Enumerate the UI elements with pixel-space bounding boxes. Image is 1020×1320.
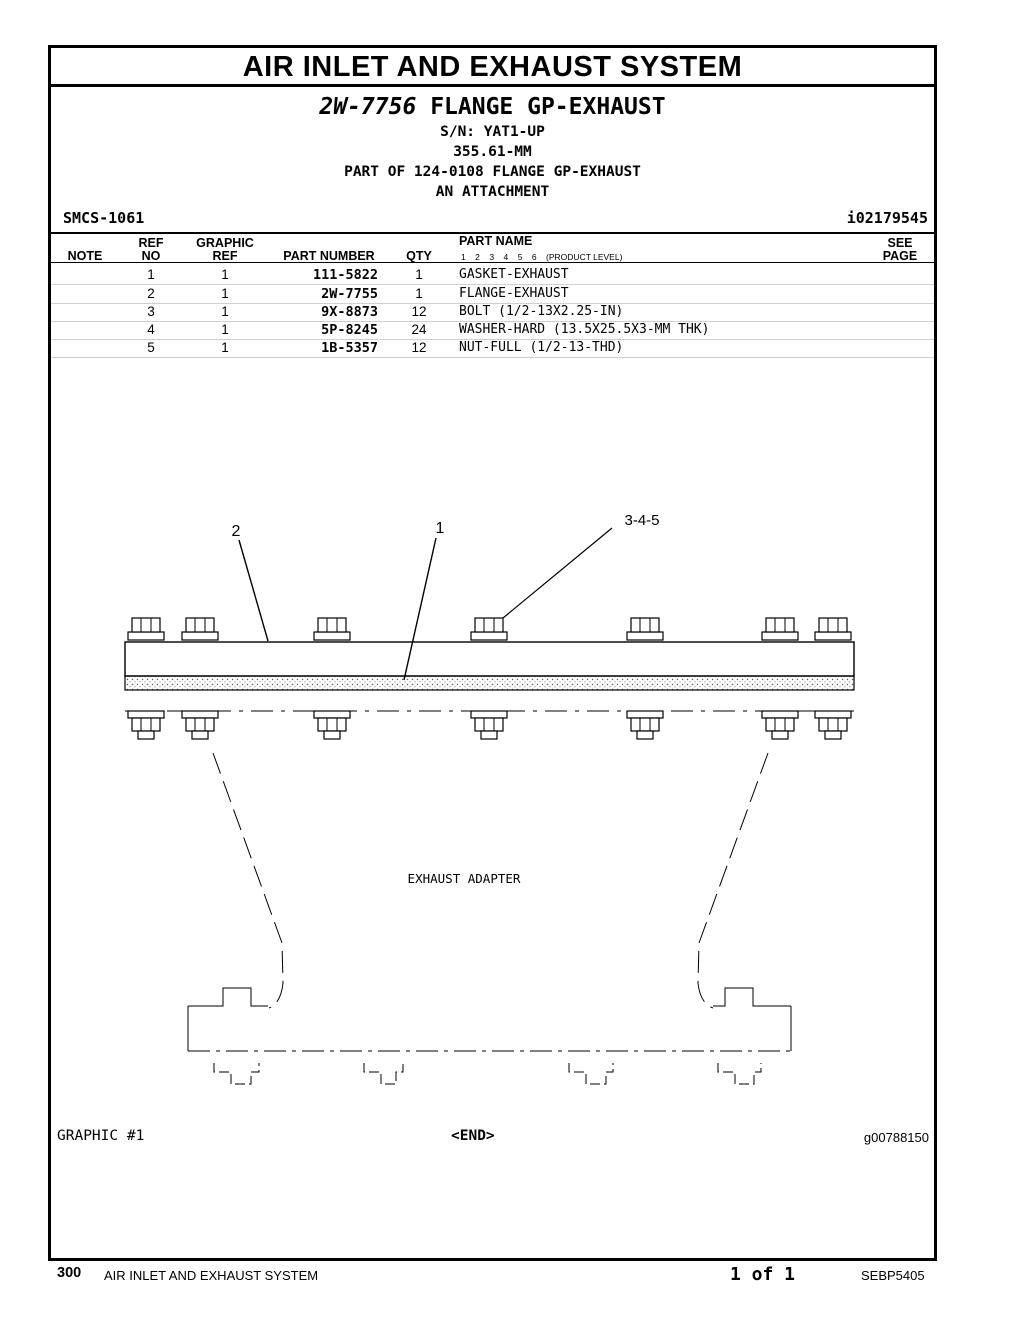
graphic-ref: 1 — [221, 304, 229, 319]
part-title: 2W-7756 FLANGE GP-EXHAUST — [51, 92, 934, 122]
part-number-link[interactable]: 1B-5357 — [321, 340, 378, 356]
col-see-header-top: SEE — [887, 236, 913, 250]
group-description: FLANGE GP-EXHAUST — [430, 94, 666, 120]
group-part-number: 2W-7756 — [319, 94, 417, 120]
table-top-rule — [51, 232, 934, 234]
table-row: 5 1 1B-5357 12 NUT-FULL (1/2-13-THD) — [51, 339, 934, 358]
exhaust-adapter-label: EXHAUST ADAPTER — [408, 871, 521, 886]
table-row: 2 1 2W-7755 1 FLANGE-EXHAUST — [51, 285, 934, 304]
qty: 24 — [411, 322, 427, 337]
ref-no: 3 — [147, 304, 155, 319]
end-marker: <END> — [451, 1128, 495, 1144]
flange-drawing: 2 1 3-4-5 EXHAUST ADAPTER — [124, 512, 855, 1085]
part-name: WASHER-HARD (13.5X25.5X3-MM THK) — [459, 322, 710, 337]
ref-no: 4 — [147, 322, 155, 337]
part-name: GASKET-EXHAUST — [459, 267, 569, 282]
qty: 12 — [411, 304, 427, 319]
col-ref-header-bottom: NO — [141, 249, 161, 263]
graphic-label: GRAPHIC #1 — [57, 1128, 145, 1144]
document-id: SEBP5405 — [861, 1268, 925, 1283]
part-header: 2W-7756 FLANGE GP-EXHAUST S/N: YAT1-UP 3… — [51, 92, 934, 202]
graphic-ref: 1 — [221, 267, 229, 282]
serial-range: S/N: YAT1-UP — [440, 124, 545, 140]
attachment-line: AN ATTACHMENT — [435, 184, 550, 200]
part-number-link[interactable]: 5P-8245 — [321, 322, 378, 338]
table-row: 3 1 9X-8873 12 BOLT (1/2-13X2.25-IN) — [51, 303, 934, 322]
size-spec: 355.61-MM — [453, 144, 532, 160]
smcs-code: SMCS-1061 — [63, 209, 145, 227]
qty: 12 — [411, 340, 427, 355]
part-number-link[interactable]: 2W-7755 — [321, 286, 378, 302]
ref-no: 2 — [147, 286, 155, 301]
table-header-rule — [51, 262, 934, 263]
graphic-id: g00788150 — [863, 1130, 929, 1145]
graphic-ref: 1 — [221, 286, 229, 301]
qty: 1 — [415, 286, 423, 301]
part-name: FLANGE-EXHAUST — [459, 286, 569, 301]
part-number-link[interactable]: 9X-8873 — [321, 304, 378, 320]
graphic-ref: 1 — [221, 340, 229, 355]
col-gref-header-top: GRAPHIC — [196, 236, 254, 250]
illustration-id: i02179545 — [846, 209, 928, 227]
col-ref-header-top: REF — [138, 236, 164, 250]
table-row: 1 1 111-5822 1 GASKET-EXHAUST — [51, 266, 934, 285]
callout-2: 2 — [232, 523, 241, 540]
callout-3-4-5: 3-4-5 — [624, 512, 659, 529]
callout-1: 1 — [436, 520, 445, 537]
qty: 1 — [415, 267, 423, 282]
ref-no: 1 — [147, 267, 155, 282]
part-of-line: PART OF 124-0108 FLANGE GP-EXHAUST — [344, 164, 641, 180]
product-level-header: 1 2 3 4 5 6 (PRODUCT LEVEL) — [461, 252, 623, 262]
col-gref-header-bottom: REF — [212, 249, 238, 263]
col-note-header: NOTE — [67, 249, 103, 263]
col-part-number-header: PART NUMBER — [283, 249, 375, 263]
part-name: NUT-FULL (1/2-13-THD) — [459, 340, 624, 355]
ref-no: 5 — [147, 340, 155, 355]
page-frame: AIR INLET AND EXHAUST SYSTEM 2W-7756 FLA… — [48, 45, 937, 1261]
graphic-ref: 1 — [221, 322, 229, 337]
col-qty-header: QTY — [406, 249, 432, 263]
table-row: 4 1 5P-8245 24 WASHER-HARD (13.5X25.5X3-… — [51, 321, 934, 340]
page-number: 300 — [57, 1265, 82, 1281]
col-see-header-bottom: PAGE — [882, 249, 918, 263]
part-number-link[interactable]: 111-5822 — [312, 267, 378, 283]
footer-section: AIR INLET AND EXHAUST SYSTEM — [104, 1268, 319, 1283]
part-name: BOLT (1/2-13X2.25-IN) — [459, 304, 624, 319]
section-title: AIR INLET AND EXHAUST SYSTEM — [51, 48, 934, 87]
page-count: 1 of 1 — [730, 1264, 796, 1285]
col-part-name-header: PART NAME — [459, 234, 533, 248]
